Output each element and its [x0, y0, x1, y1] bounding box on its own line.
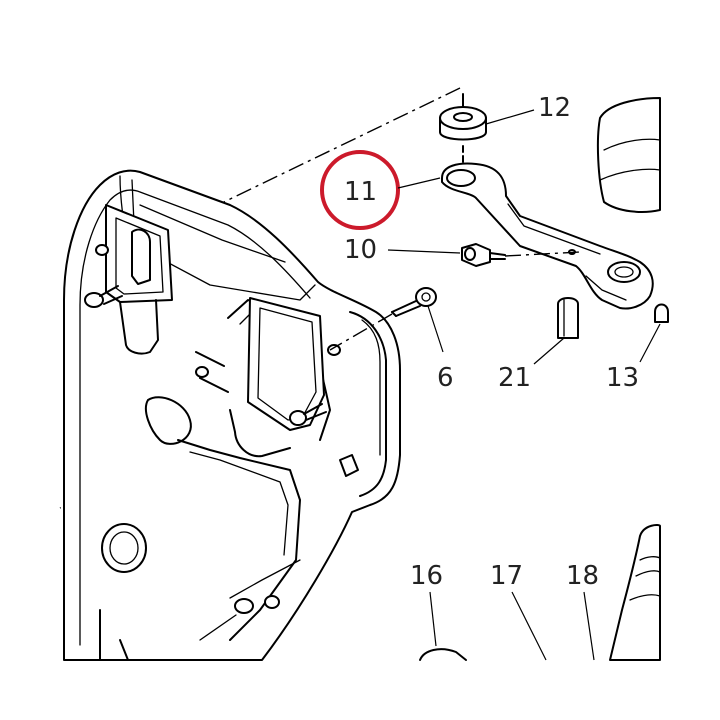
part-11-link-arm	[441, 162, 654, 310]
callout-18: 18	[566, 561, 599, 591]
part-cylinder-bottom-right	[609, 524, 661, 661]
housing-assembly	[63, 169, 401, 661]
callout-16: 16	[410, 561, 443, 591]
callout-21: 21	[498, 363, 531, 393]
callout-6: 6	[437, 363, 454, 393]
part-6-pin	[329, 287, 444, 353]
callout-12: 12	[538, 93, 571, 123]
part-21-clip	[533, 297, 579, 365]
part-10-screw	[387, 243, 581, 267]
part-13-nut	[639, 303, 669, 363]
bottom-leaders	[419, 591, 595, 661]
part-12-bushing	[439, 93, 535, 141]
leader-11	[397, 177, 441, 189]
callout-10: 10	[344, 235, 377, 265]
part-boot-top-right	[596, 97, 661, 213]
callout-13: 13	[606, 363, 639, 393]
highlight-ring	[320, 150, 400, 230]
callout-11: 11	[344, 177, 377, 207]
callout-17: 17	[490, 561, 523, 591]
